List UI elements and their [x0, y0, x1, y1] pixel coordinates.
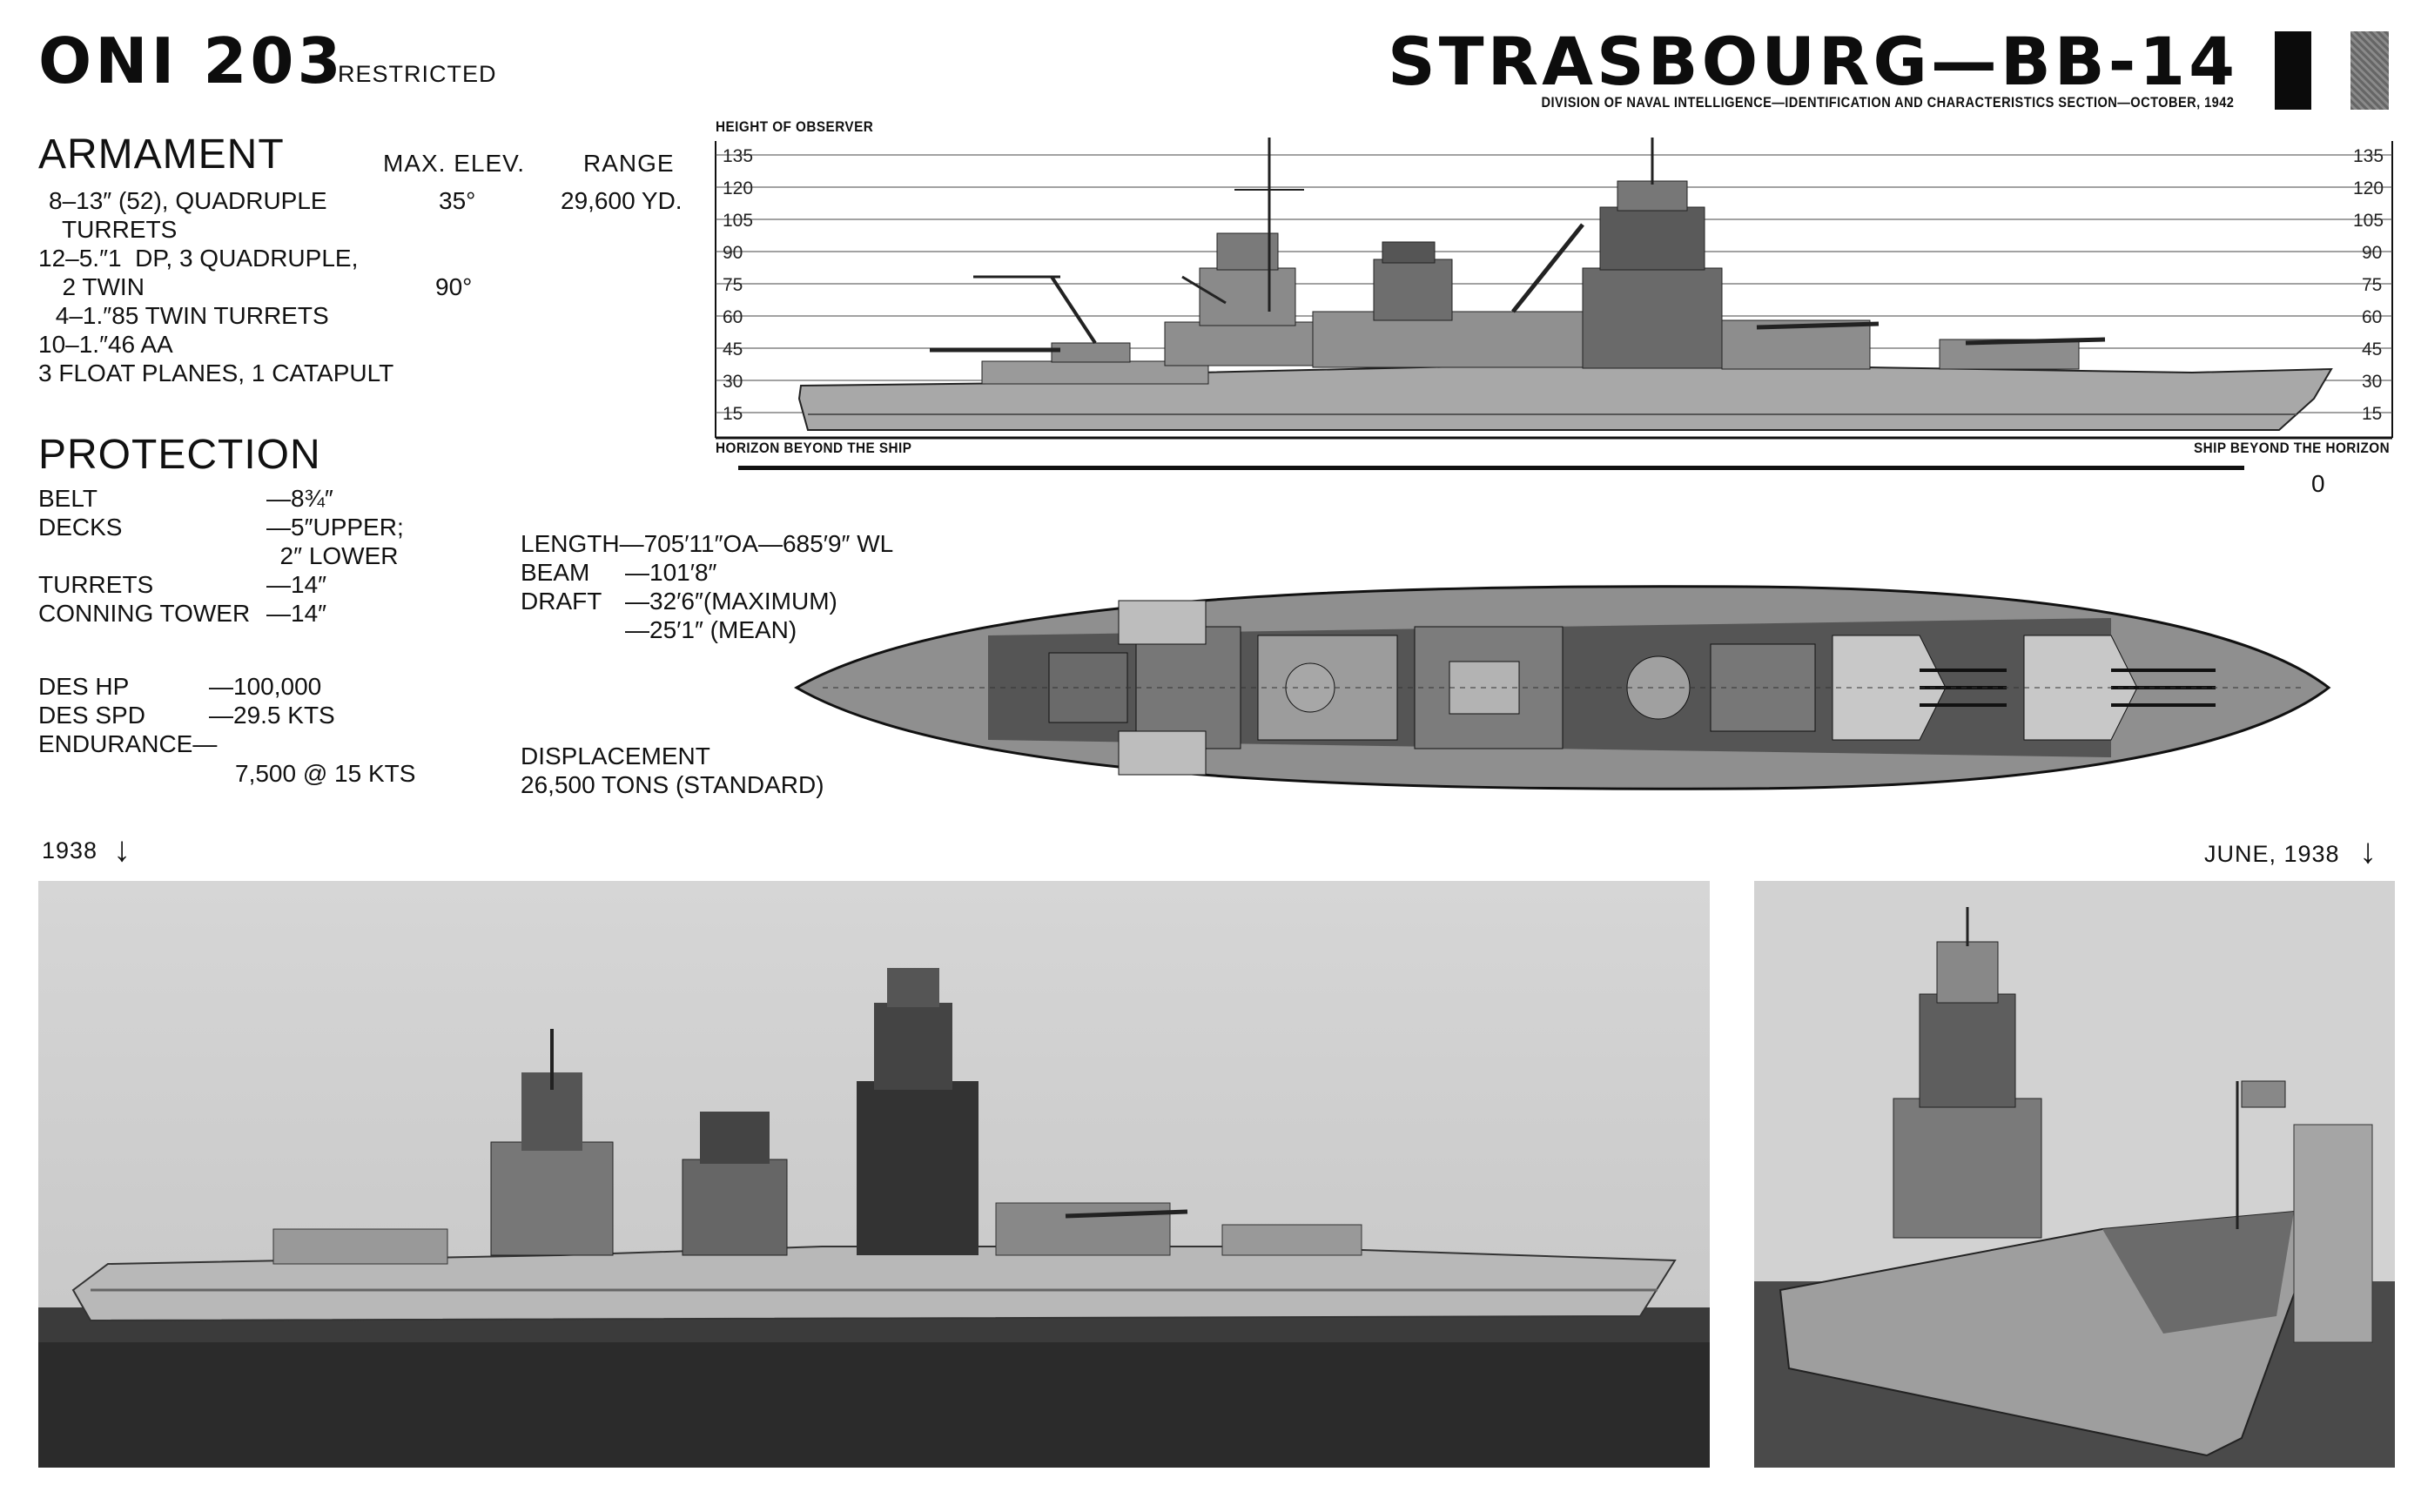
- protection-table: BELT —8¾″ DECKS —5″UPPER; 2″ LOWER TURRE…: [38, 484, 491, 641]
- tick-label: 120: [2353, 178, 2384, 198]
- arrow-down-icon: ↓: [2359, 832, 2377, 870]
- tick-label: 75: [723, 275, 743, 295]
- armament-row: 4–1.″85 TWIN TURRETS: [49, 302, 329, 329]
- silhouette-diagram: 135 120 105 90 75 60 45 30 15 135 120 10…: [715, 138, 2393, 470]
- endurance-value: 7,500 @ 15 KTS: [235, 760, 416, 787]
- protection-value: —5″UPPER;: [266, 514, 404, 541]
- tick-label: 45: [2362, 339, 2382, 360]
- protection-label: CONNING TOWER: [38, 600, 251, 627]
- endurance-label: ENDURANCE—: [38, 730, 218, 757]
- tick-label: 45: [723, 339, 743, 360]
- range-header: RANGE: [583, 150, 675, 177]
- hp-value: —100,000: [209, 673, 322, 700]
- document-id: ONI 203: [38, 24, 345, 97]
- armament-elev: 90°: [435, 273, 473, 300]
- tick-label: 90: [723, 243, 743, 263]
- black-marker-bar: [2275, 31, 2311, 110]
- tick-label: 135: [723, 146, 753, 166]
- tick-label: 105: [723, 211, 753, 231]
- speed-value: —29.5 KTS: [209, 702, 335, 729]
- armament-row: 2 TWIN: [49, 273, 145, 300]
- zero-mark: 0: [2311, 470, 2325, 497]
- tick-label: 60: [723, 307, 743, 327]
- armament-row: 10–1.″46 AA: [38, 331, 173, 358]
- ship-profile-drawing: [797, 138, 2333, 431]
- deck-plan-drawing: [794, 585, 2331, 790]
- height-tick-labels: 135 120 105 90 75 60 45 30 15 135 120 10…: [723, 146, 2384, 424]
- protection-value: —14″: [266, 600, 327, 627]
- photo-caption-left: 1938: [42, 837, 98, 864]
- tick-label: 60: [2362, 307, 2382, 327]
- displacement-label: DISPLACEMENT: [521, 743, 710, 769]
- speed-label: DES SPD: [38, 702, 145, 729]
- tick-label: 15: [2362, 404, 2382, 424]
- dimensions-block: LENGTH—705′11″OA—685′9″ WL BEAM —101′8″ …: [521, 529, 973, 798]
- tick-label: 15: [723, 404, 743, 424]
- protection-value: —14″: [266, 571, 327, 598]
- gray-marker-bar: [2350, 31, 2389, 110]
- page-title: STRASBOURG—BB-14: [1388, 23, 2238, 100]
- horizon-beyond-label: HORIZON BEYOND THE SHIP: [716, 440, 912, 456]
- max-elev-header: MAX. ELEV.: [383, 150, 526, 177]
- height-of-observer-label: HEIGHT OF OBSERVER: [716, 118, 874, 135]
- draft-mean: —25′1″ (MEAN): [625, 616, 797, 643]
- armament-heading: ARMAMENT: [38, 131, 285, 178]
- tick-label: 90: [2362, 243, 2382, 263]
- performance-block: DES HP —100,000 DES SPD —29.5 KTS ENDURA…: [38, 672, 491, 794]
- photo-1938-broadside: [38, 881, 1710, 1468]
- armament-row: 3 FLOAT PLANES, 1 CATAPULT: [38, 360, 394, 386]
- draft-value: —32′6″(MAXIMUM): [625, 588, 837, 615]
- protection-heading: PROTECTION: [38, 432, 321, 478]
- tick-label: 135: [2353, 146, 2384, 166]
- arrow-down-icon: ↓: [113, 830, 131, 869]
- draft-label: DRAFT: [521, 588, 602, 615]
- hp-label: DES HP: [38, 673, 130, 700]
- page-subtitle: DIVISION OF NAVAL INTELLIGENCE—IDENTIFIC…: [1541, 94, 2234, 111]
- classification-label: RESTRICTED: [338, 61, 497, 87]
- armament-range: 29,600 YD.: [561, 187, 683, 214]
- protection-label: DECKS: [38, 514, 123, 541]
- beam-label: BEAM: [521, 559, 590, 586]
- armament-elev: 35°: [439, 187, 476, 214]
- protection-value: 2″ LOWER: [266, 542, 399, 569]
- tick-label: 30: [723, 372, 743, 392]
- armament-row: 8–13″ (52), QUADRUPLE: [49, 187, 327, 214]
- armament-row: 12–5.″1 DP, 3 QUADRUPLE,: [38, 245, 359, 272]
- protection-label: TURRETS: [38, 571, 154, 598]
- displacement-value: 26,500 TONS (STANDARD): [521, 771, 824, 798]
- tick-label: 105: [2353, 211, 2384, 231]
- photo-june-1938-bow: [1754, 881, 2395, 1468]
- length-text: LENGTH—705′11″OA—685′9″ WL: [521, 530, 894, 557]
- protection-value: —8¾″: [266, 485, 333, 512]
- tick-label: 30: [2362, 372, 2382, 392]
- tick-label: 75: [2362, 275, 2382, 295]
- protection-label: BELT: [38, 485, 98, 512]
- ship-beyond-label: SHIP BEYOND THE HORIZON: [2194, 440, 2391, 456]
- armament-row: TURRETS: [49, 216, 178, 243]
- tick-label: 120: [723, 178, 753, 198]
- beam-value: —101′8″: [625, 559, 717, 586]
- photo-caption-right: JUNE, 1938: [2204, 841, 2340, 867]
